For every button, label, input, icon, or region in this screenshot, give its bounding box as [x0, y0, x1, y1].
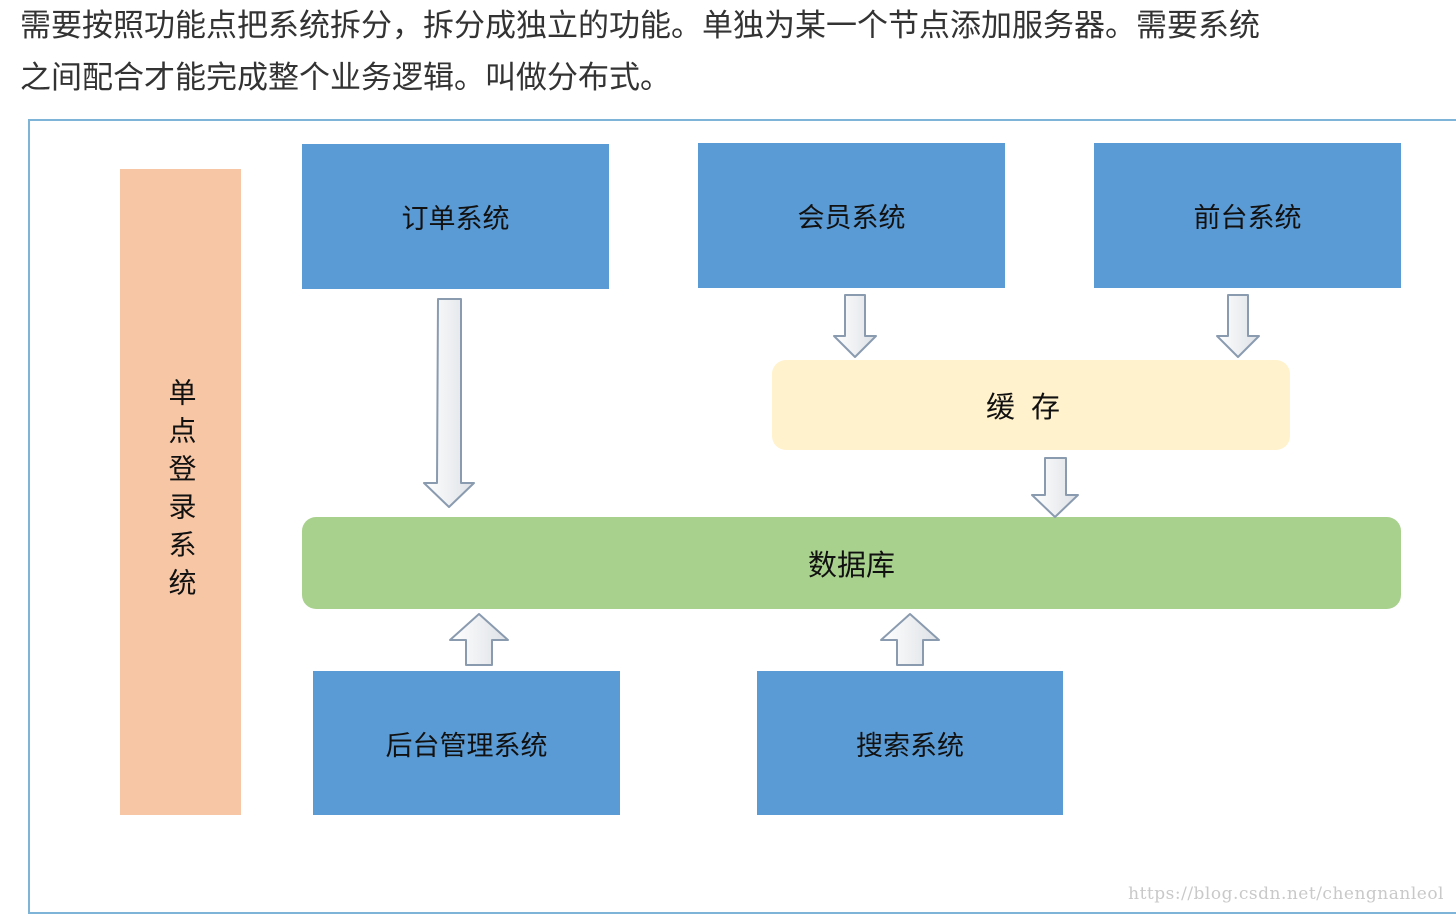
frontend-system-box: 前台系统 [1094, 143, 1401, 288]
cache-box: 缓存 [772, 360, 1290, 450]
frontend-system-label: 前台系统 [1193, 203, 1302, 234]
intro-text: 需要按照功能点把系统拆分，拆分成独立的功能。单独为某一个节点添加服务器。需要系统… [20, 0, 1440, 104]
intro-line-2: 之间配合才能完成整个业务逻辑。叫做分布式。 [20, 60, 671, 96]
watermark: https://blog.csdn.net/chengnanleol [1128, 884, 1444, 904]
arrow-member-to-cache [833, 294, 877, 358]
admin-system-label: 后台管理系统 [385, 730, 548, 762]
cache-label: 缓存 [985, 390, 1076, 424]
search-system-label: 搜索系统 [856, 730, 964, 762]
arrow-cache-to-database [1031, 457, 1079, 518]
member-system-label: 会员系统 [797, 203, 906, 234]
database-label: 数据库 [807, 548, 895, 582]
admin-system-box: 后台管理系统 [313, 671, 620, 815]
sso-system-box: 单点登录系统 [120, 169, 241, 815]
sso-system-label: 单点登录系统 [164, 378, 198, 606]
arrow-frontend-to-cache [1216, 294, 1260, 358]
member-system-box: 会员系统 [698, 143, 1005, 288]
arrow-order-to-database [423, 298, 475, 508]
database-box: 数据库 [302, 517, 1401, 609]
order-system-box: 订单系统 [302, 144, 609, 289]
arrow-admin-to-database [449, 613, 509, 666]
diagram-frame [28, 119, 1456, 914]
arrow-search-to-database [880, 613, 940, 666]
order-system-label: 订单系统 [401, 204, 510, 235]
search-system-box: 搜索系统 [757, 671, 1063, 815]
intro-line-1: 需要按照功能点把系统拆分，拆分成独立的功能。单独为某一个节点添加服务器。需要系统 [20, 8, 1260, 44]
